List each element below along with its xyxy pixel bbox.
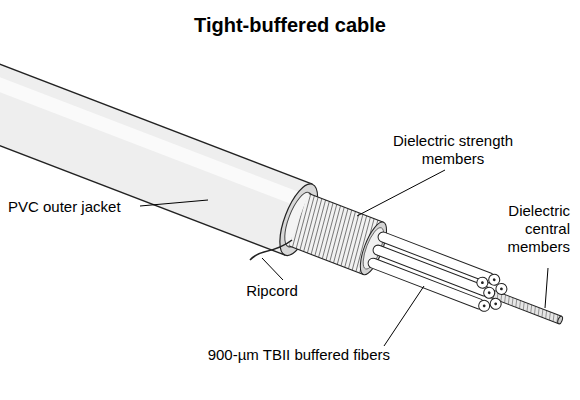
fiber-label: 900-µm TBII buffered fibers (170, 346, 390, 364)
central-end (557, 316, 564, 325)
jacket-label: PVC outer jacket (8, 198, 138, 216)
strength-edge (289, 246, 364, 275)
buffered-fibers (367, 231, 496, 311)
central-member (484, 288, 562, 324)
central-edge (484, 295, 559, 324)
fiber-ends (468, 269, 511, 317)
strength-label: Dielectric strength members (378, 132, 528, 168)
central-hatch (484, 288, 560, 323)
ripcord (250, 240, 292, 260)
jacket-body (0, 48, 312, 255)
jacket-edge (0, 119, 285, 255)
ripcord-label: Ripcord (232, 282, 312, 300)
title: Tight-buffered cable (0, 14, 580, 37)
central-label: Dielectric central members (470, 202, 570, 256)
leader-lines (140, 170, 548, 346)
fiber-cores (473, 274, 505, 311)
